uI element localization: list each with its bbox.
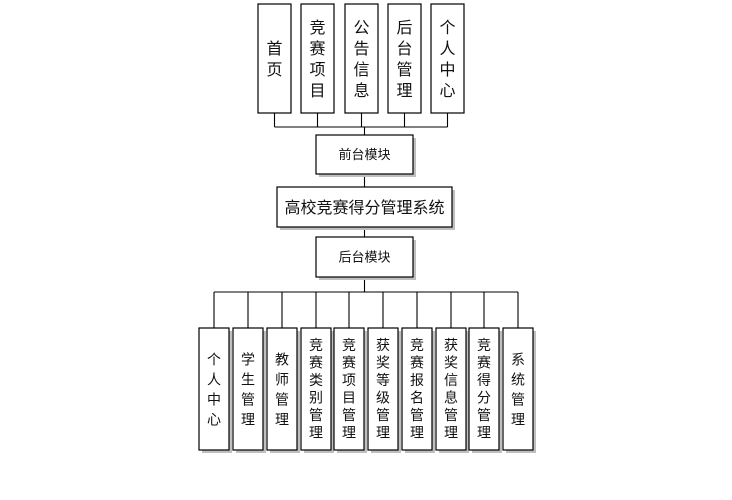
frontend-item-3-label: 公告信息	[353, 18, 369, 100]
backend-item-7: 竞赛报名管理	[401, 327, 435, 453]
backend-item-9: 竞赛得分管理	[468, 327, 502, 453]
backend-item-3-border	[266, 327, 298, 451]
backend-item-5-border	[333, 327, 365, 451]
backend-item-2-label: 学生管理	[241, 353, 255, 429]
backend-item-3: 教师管理	[266, 327, 300, 453]
backend-item-7-border	[401, 327, 433, 451]
backend-item-5-label: 竞赛项目管理	[342, 337, 356, 442]
backend-module-box-border	[315, 236, 414, 278]
backend-item-10-label: 系统管理	[511, 353, 525, 429]
system-box: 高校竞赛得分管理系统	[276, 186, 455, 230]
backend-module-box-label: 后台模块	[338, 251, 390, 266]
frontend-item-5-label: 个人中心	[439, 18, 455, 100]
frontend-item-2-border	[300, 3, 335, 114]
frontend-item-3-border	[344, 3, 379, 114]
frontend-item-2-label: 竞赛项目	[309, 18, 325, 100]
frontend-item-5-border	[430, 3, 465, 114]
frontend-module-box: 前台模块	[315, 134, 416, 177]
backend-item-4: 竞赛类别管理	[300, 327, 334, 453]
backend-item-1-label: 个人中心	[207, 353, 221, 429]
frontend-item-4: 后台管理	[387, 3, 422, 114]
backend-item-8: 获奖信息管理	[435, 327, 469, 453]
frontend-item-1-label: 首页	[266, 39, 282, 79]
backend-item-4-label: 竞赛类别管理	[309, 337, 323, 442]
backend-item-10: 系统管理	[502, 327, 536, 453]
frontend-module-box-label: 前台模块	[338, 147, 390, 163]
backend-item-9-border	[468, 327, 500, 451]
backend-item-4-border	[300, 327, 332, 451]
frontend-item-1-border	[257, 3, 292, 114]
frontend-module-box-border	[315, 134, 414, 175]
backend-item-9-label: 竞赛得分管理	[477, 337, 491, 442]
frontend-item-5: 个人中心	[430, 3, 465, 114]
system-box-label: 高校竞赛得分管理系统	[284, 198, 444, 217]
frontend-item-1: 首页	[257, 3, 292, 114]
backend-item-2: 学生管理	[232, 327, 266, 453]
frontend-item-4-label: 后台管理	[396, 18, 412, 100]
frontend-item-3: 公告信息	[344, 3, 379, 114]
backend-item-8-label: 获奖信息管理	[444, 338, 458, 442]
backend-item-1-border	[198, 327, 230, 451]
connectors	[213, 113, 519, 328]
backend-item-2-border	[232, 327, 264, 451]
backend-item-7-label: 竞赛报名管理	[410, 337, 424, 442]
backend-item-10-border	[502, 327, 534, 451]
system-box-border	[276, 186, 453, 228]
frontend-item-2: 竞赛项目	[300, 3, 335, 114]
backend-item-5: 竞赛项目管理	[333, 327, 367, 453]
backend-item-6-border	[367, 327, 399, 451]
backend-module-box: 后台模块	[315, 236, 416, 280]
backend-item-8-border	[435, 327, 467, 451]
backend-item-1: 个人中心	[198, 327, 232, 453]
backend-item-6: 获奖等级管理	[367, 327, 401, 453]
frontend-item-4-border	[387, 3, 422, 114]
nodes: 首页竞赛项目公告信息后台管理个人中心前台模块高校竞赛得分管理系统后台模块个人中心…	[198, 3, 536, 453]
backend-item-6-label: 获奖等级管理	[376, 338, 390, 442]
backend-item-3-label: 教师管理	[275, 353, 289, 429]
